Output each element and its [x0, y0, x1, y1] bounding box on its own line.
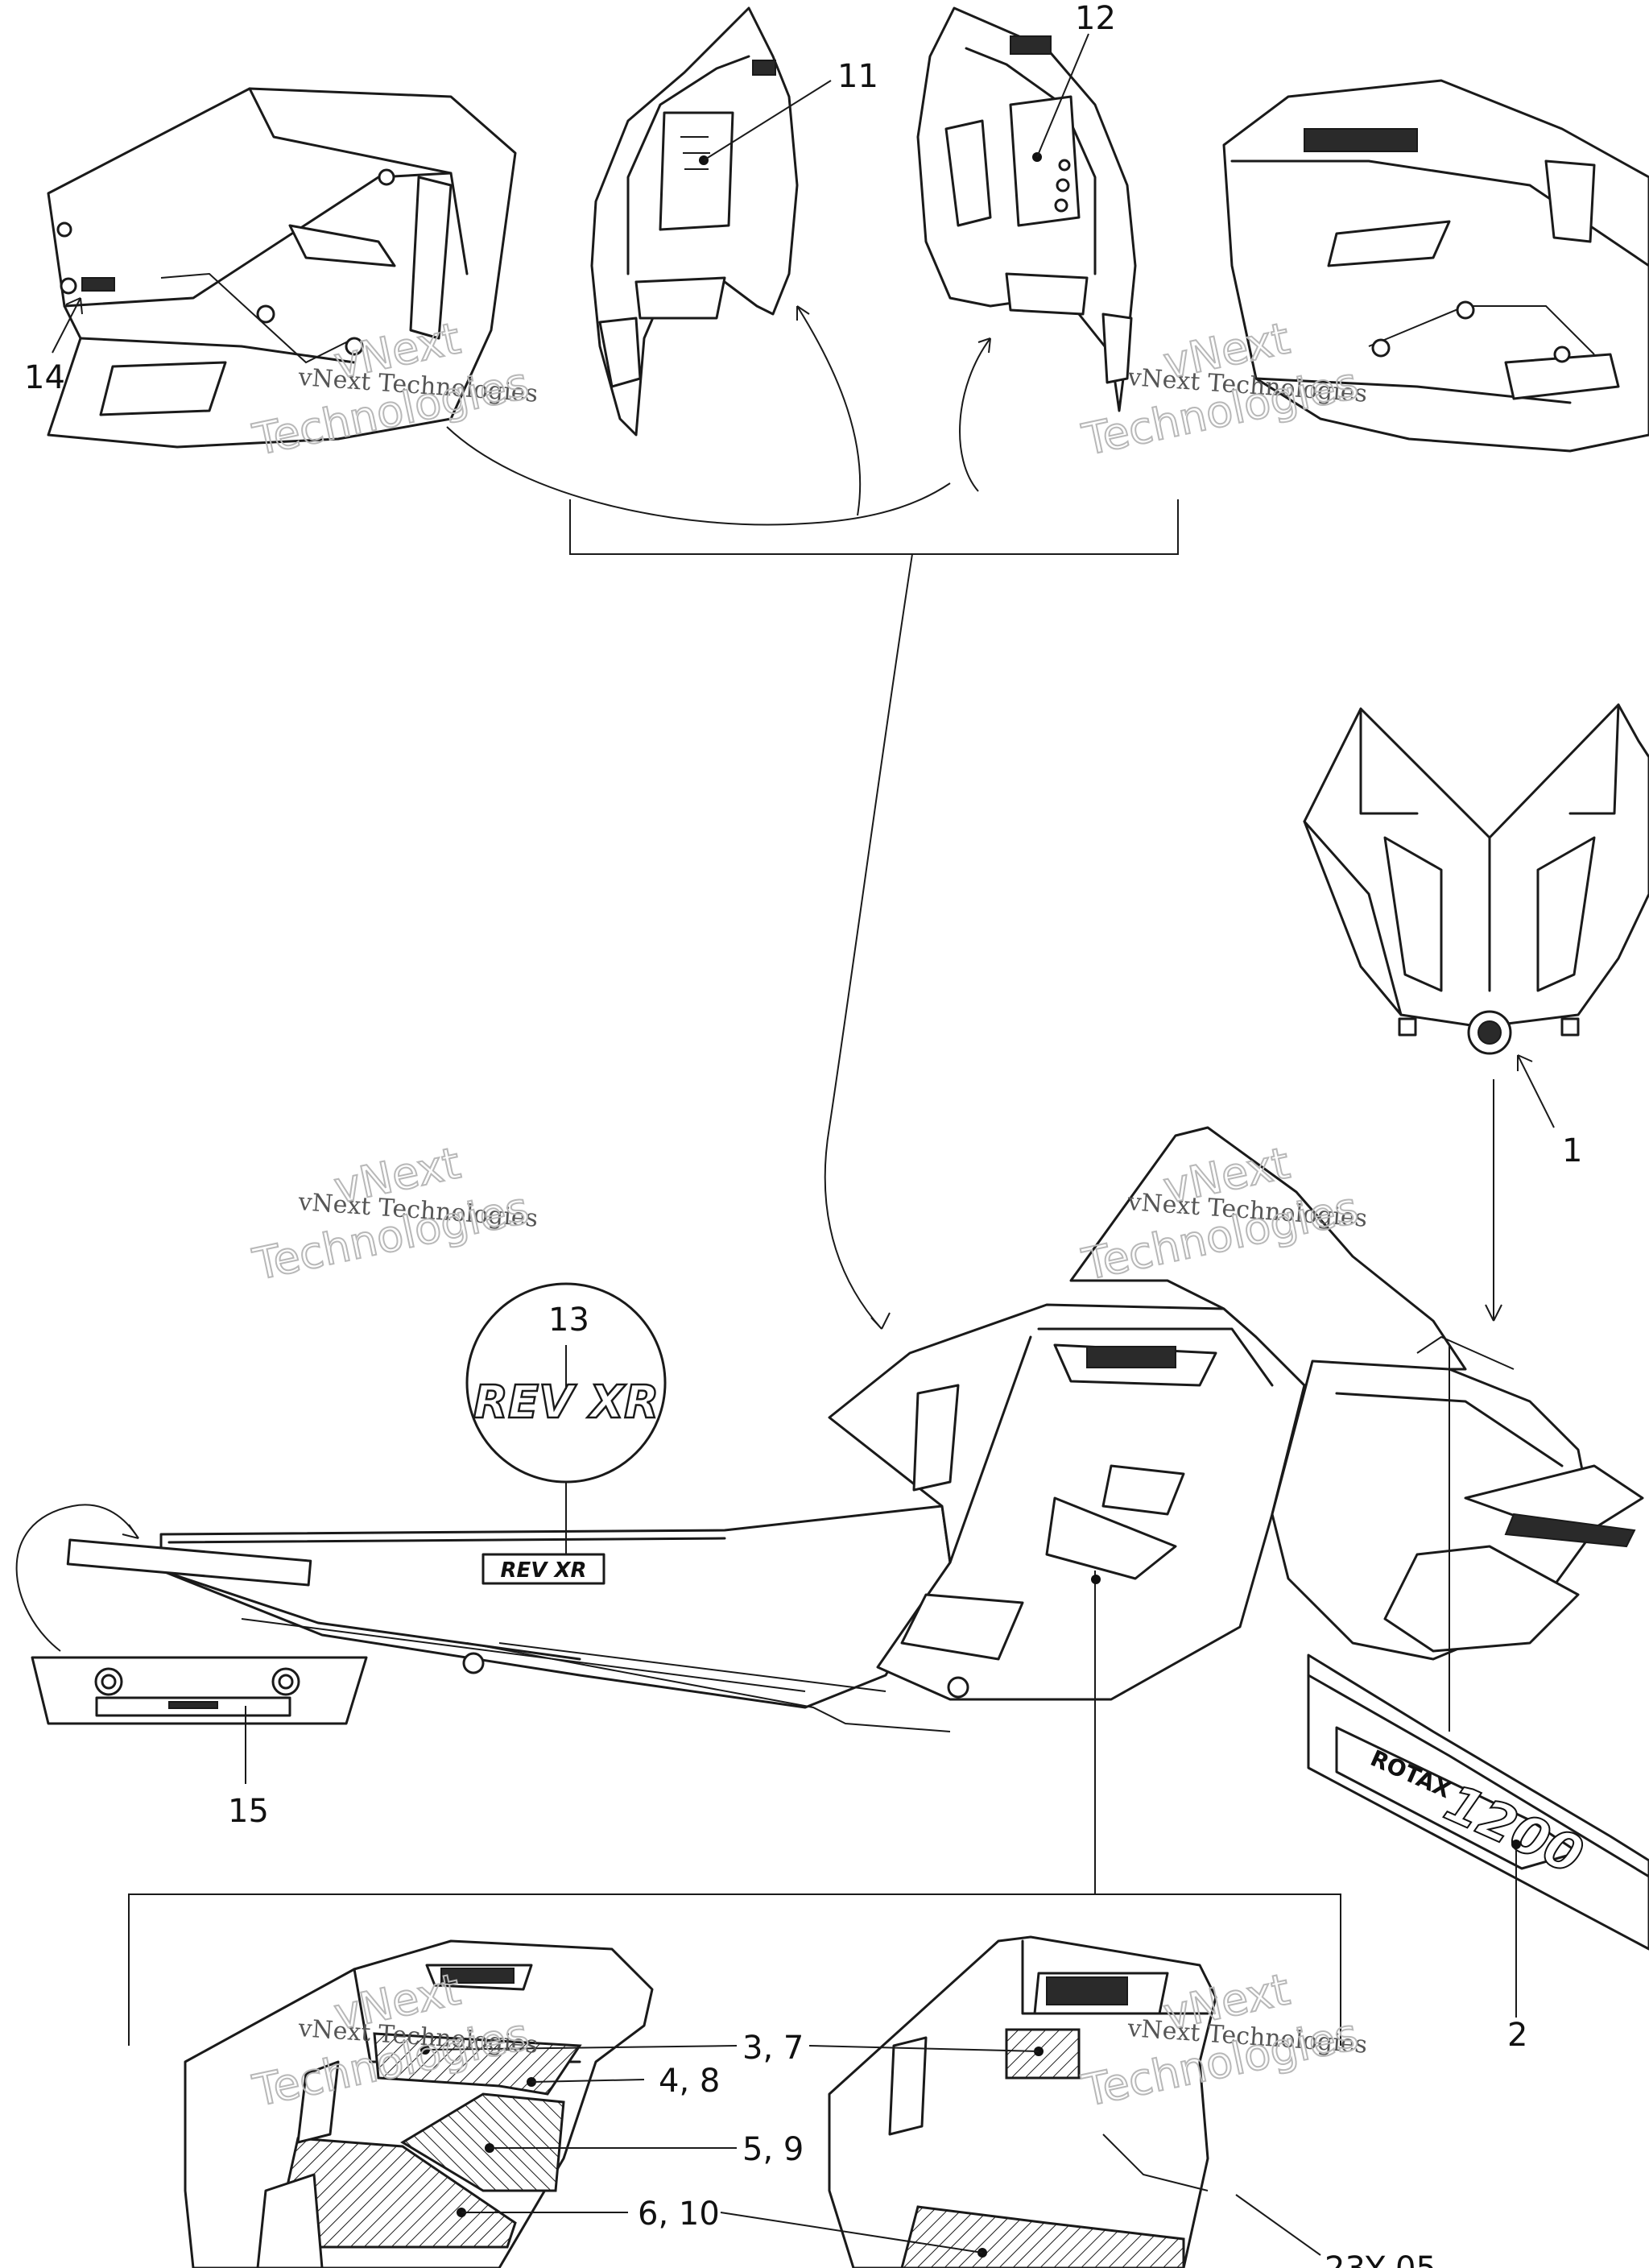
callout-5-9: 5, 9 [742, 2131, 804, 2168]
assembly-bracket-top [446, 305, 1179, 1330]
callout-12: 12 [1075, 0, 1116, 37]
assembly-bracket-bottom [128, 1571, 1341, 2046]
callout-1: 1 [1562, 1132, 1582, 1169]
lower-panel-left-drawing [184, 1939, 654, 2268]
callout-13: 13 [548, 1302, 589, 1339]
inner-panel-12-drawing [916, 6, 1137, 412]
watermark-middle-left: vNext Technologies vNext Technologies [248, 1136, 539, 1291]
callout-labels: 1 2 3, 7 4, 8 5, 9 6, 10 11 12 13 14 15 … [24, 0, 1582, 2268]
right-side-panel-drawing [1222, 79, 1649, 453]
callout-14: 14 [24, 359, 65, 396]
engine-decal-detail-drawing: ROTAX 1200 [1307, 1345, 1649, 1951]
left-side-panel-drawing [47, 87, 517, 449]
callout-3-7: 3, 7 [742, 2030, 804, 2067]
snowmobile-body-drawing: REV XR [66, 1126, 1644, 1732]
callout-6-10: 6, 10 [638, 2196, 720, 2233]
hood-drawing [1303, 703, 1649, 1322]
leader-lines [52, 33, 1521, 2256]
rev-xr-logo-detail: REV XR [465, 1282, 667, 1554]
callout-11: 11 [837, 58, 878, 95]
callout-partial: 23Y 05 [1325, 2250, 1436, 2268]
callout-15: 15 [228, 1793, 269, 1830]
rev-xr-decal-text: REV XR [500, 1558, 586, 1583]
lower-panel-right-drawing [828, 1935, 1217, 2268]
callout-2: 2 [1507, 2017, 1527, 2054]
inner-panel-11-drawing [590, 6, 799, 437]
callout-4-8: 4, 8 [659, 2063, 720, 2100]
rear-bumper-drawing [15, 1504, 368, 1725]
